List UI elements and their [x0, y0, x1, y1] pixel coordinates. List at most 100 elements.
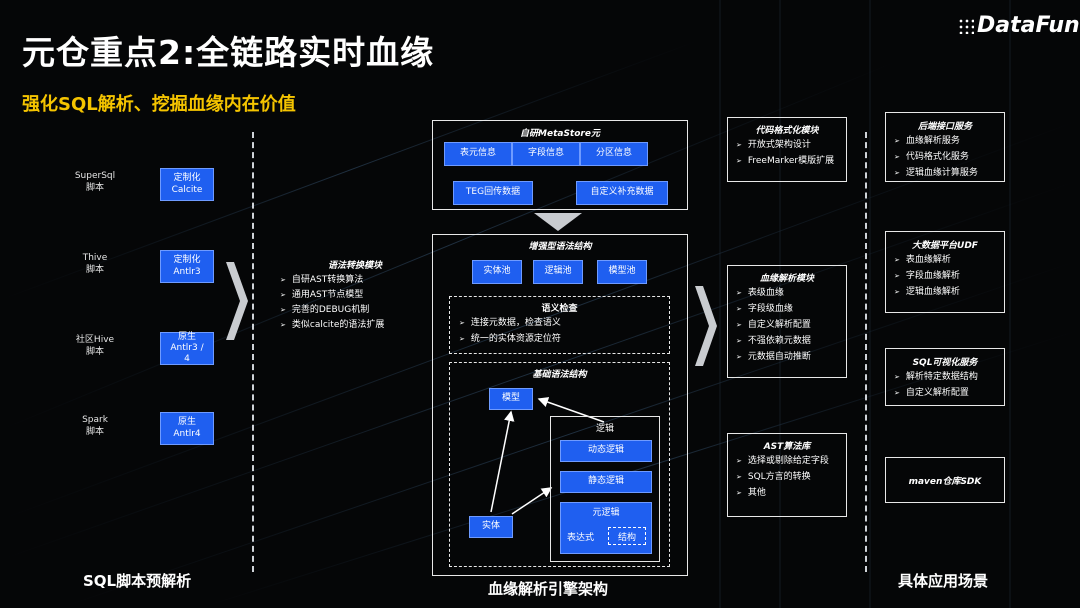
- list-item: ➢ 完善的DEBUG机制: [280, 303, 430, 318]
- datafun-logo: DataFun.: [958, 13, 1080, 38]
- list-item: ➢ 统一的实体资源定位符: [459, 331, 669, 347]
- bullet-arrow-icon: ➢: [736, 457, 742, 465]
- module-title: 血缘解析模块: [759, 274, 814, 284]
- metastore-panel: 自研MetaStore元: [432, 120, 688, 210]
- bullet-arrow-icon: ➢: [280, 291, 286, 299]
- module-panel: 代码格式化模块➢开放式架构设计➢FreeMarker模版扩展: [727, 117, 847, 182]
- list-item-text: 代码格式化服务: [905, 152, 969, 162]
- enhanced-syntax-title: 增强型语法结构: [528, 242, 592, 252]
- list-item-text: 元数据自动推断: [747, 352, 811, 362]
- footer-engine-arch: 血缘解析引擎架构: [488, 580, 609, 598]
- bullet-arrow-icon: ➢: [459, 335, 465, 343]
- enhanced-syntax-panel: 增强型语法结构: [432, 234, 688, 576]
- bullet-arrow-icon: ➢: [894, 256, 900, 264]
- logo-dots-icon: [958, 18, 974, 34]
- basic-syntax-panel: 基础语法结构: [449, 362, 670, 567]
- metastore-item: 分区信息: [580, 142, 648, 166]
- bullet-arrow-icon: ➢: [736, 157, 742, 165]
- list-item: ➢ 逻辑血缘解析: [894, 284, 1004, 300]
- bullet-arrow-icon: ➢: [736, 489, 742, 497]
- list-item: ➢ 开放式架构设计: [736, 137, 846, 153]
- metastore-item: 字段信息: [512, 142, 580, 166]
- dynamic-logic-node: 动态逻辑: [560, 440, 652, 462]
- semantic-check-title: 语义检查: [541, 304, 578, 314]
- list-item: ➢SQL方言的转换: [736, 469, 846, 485]
- page-title: 元仓重点2:全链路实时血缘: [22, 33, 435, 72]
- bullet-arrow-icon: ➢: [736, 353, 742, 361]
- list-item-text: 字段血缘解析: [905, 271, 960, 281]
- list-item-text: 不强依赖元数据: [747, 336, 811, 346]
- metastore-source: 自定义补充数据: [576, 181, 668, 205]
- bullet-arrow-icon: ➢: [894, 288, 900, 296]
- application-list: ➢表血缘解析➢字段血缘解析➢逻辑血缘解析: [894, 252, 1004, 300]
- bullet-arrow-icon: ➢: [736, 337, 742, 345]
- list-item-text: 统一的实体资源定位符: [470, 334, 561, 344]
- bullet-arrow-icon: ➢: [894, 137, 900, 145]
- list-item: ➢字段级血缘: [736, 301, 846, 317]
- bullet-arrow-icon: ➢: [736, 289, 742, 297]
- list-item: ➢自研AST转换算法: [280, 273, 430, 288]
- static-logic-node: 静态逻辑: [560, 471, 652, 493]
- list-item: ➢表血缘解析: [894, 252, 1004, 268]
- list-item: ➢ 其他: [736, 485, 846, 501]
- structure-box: 结构: [608, 527, 646, 545]
- bullet-arrow-icon: ➢: [736, 141, 742, 149]
- list-item-text: 自定义解析配置: [747, 320, 811, 330]
- semantic-check-panel: 语义检查 ➢连接元数据，检查语义➢统一的实体资源定位符: [449, 296, 670, 354]
- syntax-convert-title: 语法转换模块: [327, 261, 382, 271]
- application-panel: SQL可视化服务➢解析特定数据结构➢自定义解析配置: [885, 348, 1005, 406]
- divider-left: [252, 132, 254, 572]
- arrow-right-icon: [695, 286, 717, 366]
- application-panel: 后端接口服务 ➢ 血缘解析服务 ➢ 代码格式化服务 ➢逻辑血缘计算服务: [885, 112, 1005, 182]
- bullet-arrow-icon: ➢: [736, 473, 742, 481]
- bullet-arrow-icon: ➢: [736, 321, 742, 329]
- entity-node: 实体: [469, 516, 513, 538]
- list-item-text: 血缘解析服务: [905, 136, 960, 146]
- bullet-arrow-icon: ➢: [459, 319, 465, 327]
- application-title: maven仓库SDK: [908, 476, 982, 487]
- list-item-text: 逻辑血缘解析: [905, 287, 960, 297]
- list-item-text: 自定义解析配置: [905, 388, 969, 398]
- metastore-item: 表元信息: [444, 142, 512, 166]
- list-item-text: 通用AST节点模型: [291, 290, 364, 300]
- bullet-arrow-icon: ➢: [280, 276, 286, 284]
- application-title: 后端接口服务: [917, 122, 972, 132]
- list-item: ➢ 元数据自动推断: [736, 349, 846, 365]
- list-item-text: FreeMarker模版扩展: [747, 156, 835, 166]
- list-item-text: 完善的DEBUG机制: [291, 305, 370, 315]
- list-item-text: 开放式架构设计: [747, 140, 811, 150]
- logic-title: 逻辑: [595, 424, 614, 434]
- metastore-source: TEG回传数据: [453, 181, 533, 205]
- syntax-convert-module: 语法转换模块 ➢自研AST转换算法➢通用AST节点模型➢完善的DEBUG机制➢类…: [280, 258, 430, 333]
- list-item-text: 类似calcite的语法扩展: [291, 320, 385, 330]
- model-node: 模型: [489, 388, 533, 410]
- basic-syntax-connectors: [490, 397, 605, 515]
- list-item: ➢逻辑血缘计算服务: [894, 165, 1004, 181]
- bullet-arrow-icon: ➢: [280, 306, 286, 314]
- application-list: ➢ 血缘解析服务 ➢ 代码格式化服务 ➢逻辑血缘计算服务: [894, 133, 1004, 181]
- list-item: ➢ 代码格式化服务: [894, 149, 1004, 165]
- list-item-text: 逻辑血缘计算服务: [905, 168, 978, 178]
- list-item: ➢ 不强依赖元数据: [736, 333, 846, 349]
- bullet-arrow-icon: ➢: [894, 389, 900, 397]
- expression-label: 表达式: [567, 533, 595, 543]
- application-list: ➢解析特定数据结构➢自定义解析配置: [894, 369, 1004, 401]
- list-item: ➢表级血缘: [736, 285, 846, 301]
- footer-applications: 具体应用场景: [898, 572, 989, 590]
- module-list: ➢表级血缘➢字段级血缘 ➢ 自定义解析配置 ➢ 不强依赖元数据 ➢ 元数据自动推断: [736, 285, 846, 365]
- list-item: ➢类似calcite的语法扩展: [280, 318, 430, 333]
- list-item: ➢ 自定义解析配置: [736, 317, 846, 333]
- page-subtitle: 强化SQL解析、挖掘血缘内在价值: [22, 94, 296, 115]
- bullet-arrow-icon: ➢: [894, 153, 900, 161]
- basic-syntax-title: 基础语法结构: [532, 370, 587, 380]
- list-item: ➢连接元数据，检查语义: [459, 315, 669, 331]
- list-item-text: 其他: [747, 488, 766, 498]
- module-panel: 血缘解析模块➢表级血缘➢字段级血缘 ➢ 自定义解析配置 ➢ 不强依赖元数据 ➢ 元数据自动推…: [727, 265, 847, 378]
- bullet-arrow-icon: ➢: [894, 272, 900, 280]
- list-item: ➢ 自定义解析配置: [894, 385, 1004, 401]
